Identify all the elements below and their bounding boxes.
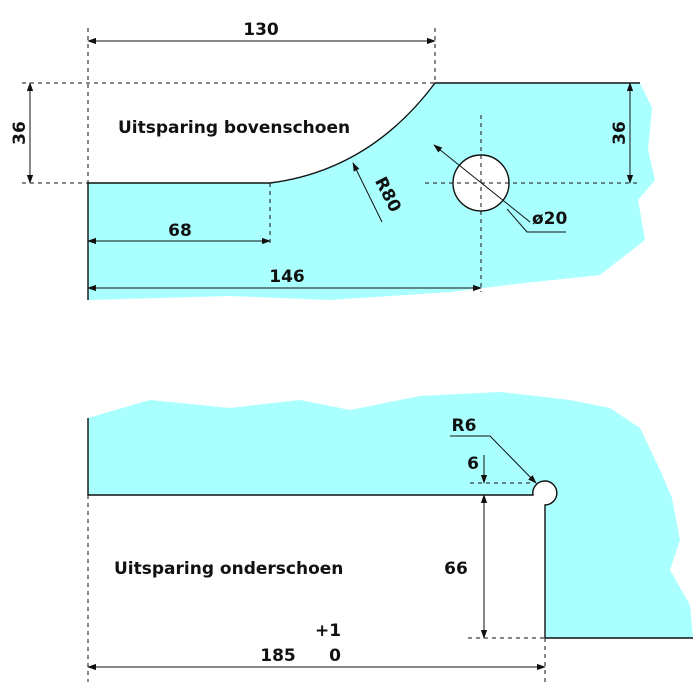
label-185: 185 bbox=[260, 646, 296, 666]
bottom-cutout-edge bbox=[87, 418, 693, 639]
dim-leader-r6 bbox=[450, 435, 537, 484]
label-36-left: 36 bbox=[10, 121, 30, 145]
bottom-view-title: Uitsparing onderschoen bbox=[114, 559, 343, 579]
label-146: 146 bbox=[269, 267, 305, 287]
dim-leader-hole-diameter bbox=[433, 144, 531, 223]
bottom-glass-panel bbox=[88, 392, 693, 638]
bottom-view: R6 6 66 185 +1 0 Uitsparing onderschoen bbox=[87, 392, 693, 682]
label-hole-diameter: ø20 bbox=[532, 209, 568, 229]
label-66: 66 bbox=[444, 559, 468, 579]
label-130: 130 bbox=[243, 20, 279, 40]
label-tolerance-minus: 0 bbox=[329, 646, 341, 666]
label-r6: R6 bbox=[452, 416, 477, 436]
label-tolerance-plus: +1 bbox=[315, 621, 341, 641]
dim-leader-r80 bbox=[352, 162, 383, 223]
dim-leader-hole bbox=[506, 208, 566, 233]
top-glass-panel bbox=[88, 83, 655, 300]
label-6: 6 bbox=[467, 454, 479, 474]
label-68: 68 bbox=[168, 221, 192, 241]
top-cutout-edge bbox=[87, 82, 640, 300]
top-view-title: Uitsparing bovenschoen bbox=[118, 118, 350, 138]
label-36-right: 36 bbox=[610, 121, 630, 145]
top-view: 130 36 36 68 146 R80 ø20 Uitsparing bove… bbox=[10, 20, 655, 300]
